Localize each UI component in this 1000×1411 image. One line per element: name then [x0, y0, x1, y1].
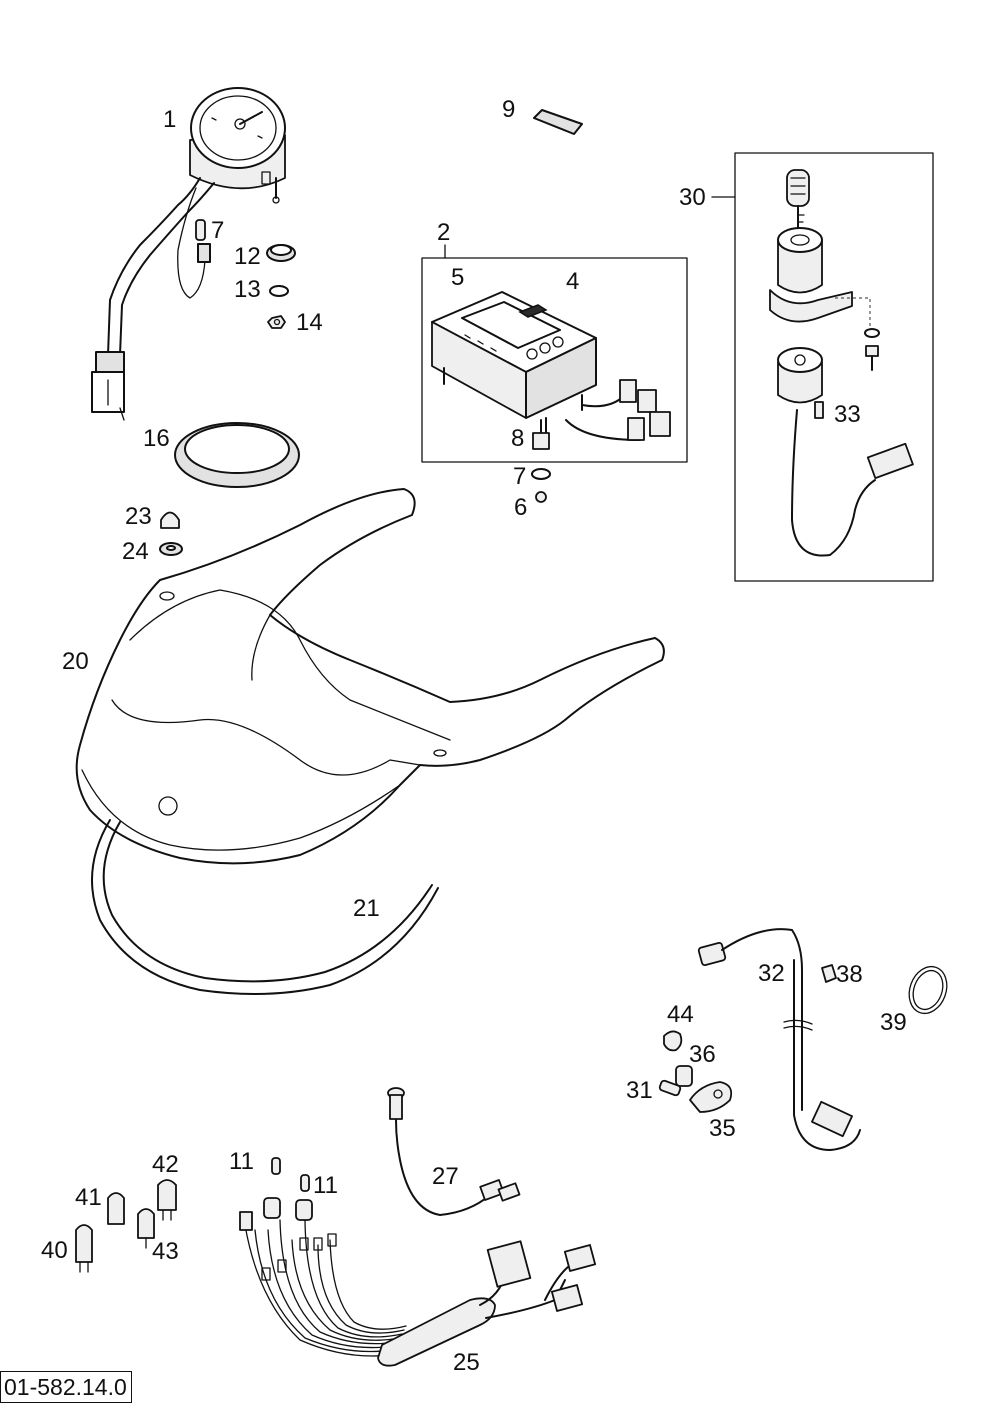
part-label-32: 32 [758, 960, 785, 987]
part-label-4: 4 [566, 268, 580, 295]
cable-clip-38 [821, 964, 837, 983]
part-label-13: 13 [234, 276, 261, 303]
part-label-38: 38 [836, 961, 863, 988]
part-label-8: 8 [511, 425, 525, 452]
part-label-2: 2 [437, 219, 451, 246]
nut-6 [535, 491, 547, 503]
mask-seal [91, 819, 439, 995]
bulb-holder-upper [195, 219, 206, 241]
part-label-5: 5 [451, 264, 465, 291]
part-label-25: 25 [453, 1349, 480, 1376]
switch-41 [107, 1192, 125, 1225]
part-label-31: 31 [626, 1077, 653, 1104]
headlight-mask [75, 488, 665, 865]
assembly-box-2 [421, 257, 688, 463]
cap-nut [160, 511, 180, 529]
part-label-16: 16 [143, 425, 170, 452]
part-label-20: 20 [62, 648, 89, 675]
bracket-35 [689, 1081, 733, 1113]
part-label-42: 42 [152, 1151, 179, 1178]
speedometer-gauge [91, 87, 286, 421]
digital-speedometer [431, 291, 671, 441]
part-label-12: 12 [234, 243, 261, 270]
part-label-44: 44 [667, 1001, 694, 1028]
part-label-11-left: 11 [229, 1148, 254, 1175]
washer-7-lower [531, 468, 551, 480]
clip-44 [663, 1030, 683, 1052]
part-label-6: 6 [514, 494, 528, 521]
switch-42 [157, 1179, 177, 1221]
part-label-24: 24 [122, 538, 149, 565]
lock-switch [777, 347, 914, 557]
washer-24 [159, 542, 183, 556]
part-label-23: 23 [125, 503, 152, 530]
washer-small [269, 285, 289, 297]
bulb-11-right [300, 1174, 310, 1192]
part-label-7-upper: 7 [211, 217, 225, 244]
cable-tie-39 [908, 965, 948, 1015]
diagram-reference-code: 01-582.14.0 [0, 1371, 132, 1403]
nut-small [267, 315, 286, 329]
part-label-11-right: 11 [313, 1172, 338, 1199]
part-label-39: 39 [880, 1009, 907, 1036]
stud-8 [532, 419, 550, 450]
spacer-36 [675, 1065, 693, 1087]
grommet [266, 244, 296, 262]
switch-40 [75, 1224, 93, 1273]
bulb-11-left [271, 1157, 281, 1175]
part-label-41: 41 [75, 1184, 102, 1211]
part-label-36: 36 [689, 1041, 716, 1068]
part-label-33: 33 [834, 401, 861, 428]
part-label-1: 1 [163, 106, 177, 133]
screw-31 [658, 1079, 682, 1097]
part-label-35: 35 [709, 1115, 736, 1142]
rubber-ring [174, 422, 300, 488]
part-label-43: 43 [152, 1238, 179, 1265]
screw-33 [814, 401, 824, 419]
small-plate [533, 109, 583, 135]
ignition-key [786, 169, 810, 231]
part-label-21: 21 [353, 895, 380, 922]
speed-sensor-cable [697, 928, 861, 1151]
screw-washer-30 [864, 328, 880, 371]
cable-27 [387, 1087, 521, 1216]
part-label-9: 9 [502, 96, 516, 123]
wiring-harness [239, 1197, 597, 1367]
assembly-box-30 [734, 152, 934, 582]
part-label-7-lower: 7 [513, 463, 527, 490]
switch-43 [137, 1208, 155, 1249]
lock-cylinder [769, 227, 871, 330]
part-label-14: 14 [296, 309, 323, 336]
part-label-27: 27 [432, 1163, 459, 1190]
part-label-40: 40 [41, 1237, 68, 1264]
part-label-30: 30 [679, 184, 706, 211]
